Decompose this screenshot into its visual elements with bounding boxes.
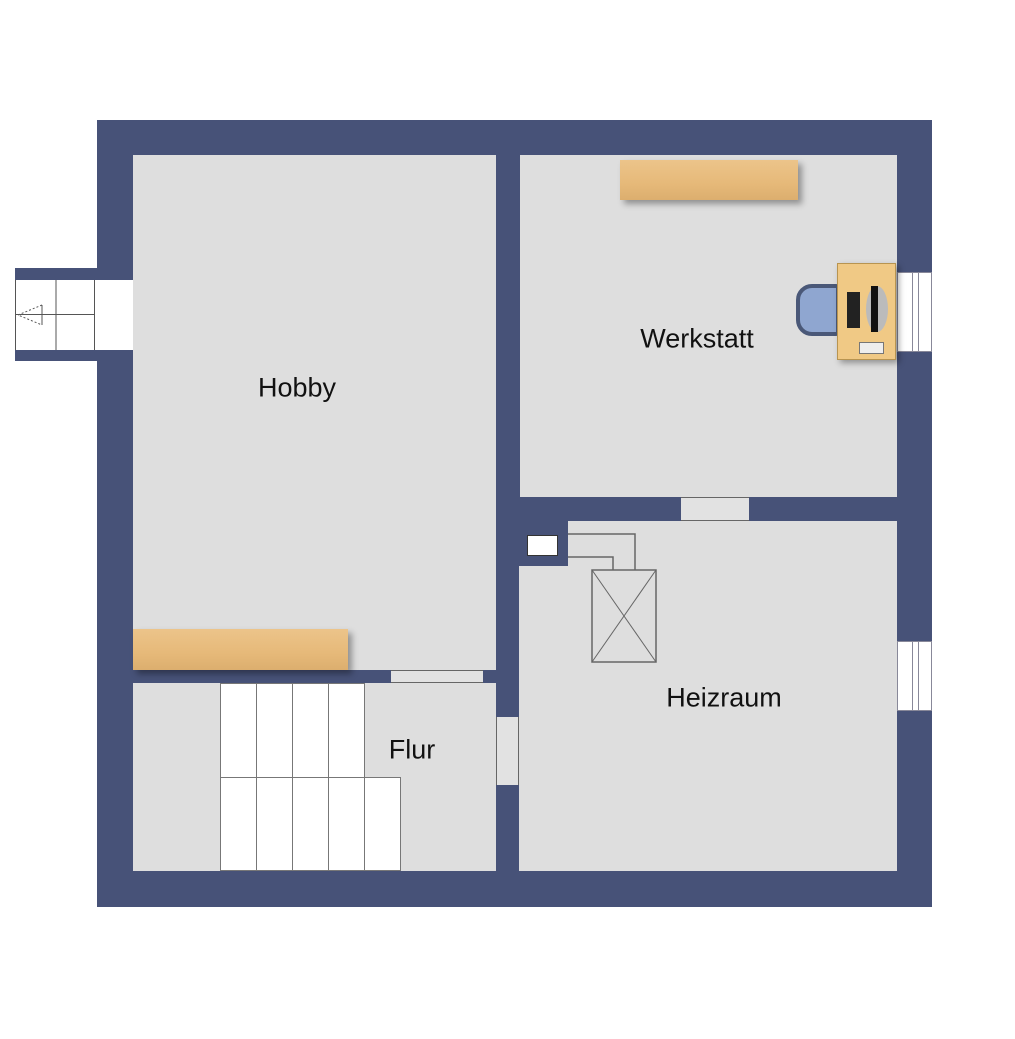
- shelf-hobby: [133, 629, 348, 670]
- desk: [837, 263, 896, 360]
- room-heizraum: [519, 521, 897, 871]
- shelf-werkstatt: [620, 160, 798, 200]
- phone-icon: [859, 342, 884, 354]
- entrance-wall-top: [15, 268, 133, 280]
- label-hobby: Hobby: [257, 372, 337, 403]
- door-hobby-flur[interactable]: [391, 670, 483, 683]
- office-chair: [796, 284, 840, 336]
- label-werkstatt: Werkstatt: [640, 323, 754, 354]
- label-heizraum: Heizraum: [666, 682, 782, 713]
- door-werkstatt-heizraum[interactable]: [681, 497, 749, 521]
- window-heizraum: [897, 641, 932, 711]
- boiler: [568, 533, 657, 663]
- arrow-icon: [16, 304, 43, 326]
- entrance-wall-bottom: [15, 350, 133, 361]
- entrance-stairs: [15, 280, 133, 350]
- room-hobby: [133, 155, 496, 670]
- keyboard-icon: [847, 292, 860, 328]
- door-flur-heizraum[interactable]: [496, 717, 519, 785]
- window-werkstatt: [897, 272, 932, 352]
- chimney: [519, 521, 568, 566]
- label-flur: Flur: [388, 734, 436, 765]
